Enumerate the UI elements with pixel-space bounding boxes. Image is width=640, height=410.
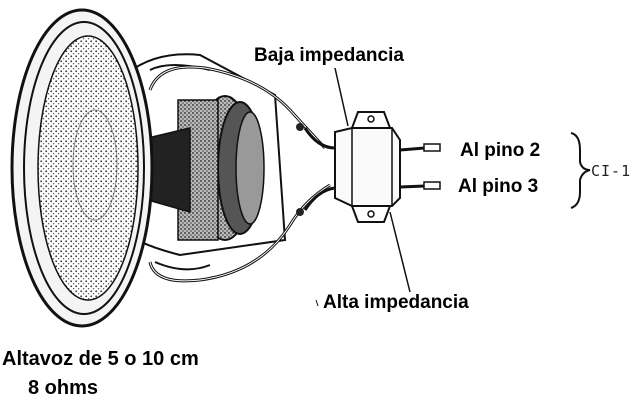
label-pin2: Al pino 2: [460, 140, 541, 161]
leader-high-impedance: [389, 211, 411, 293]
label-high-impedance: Alta impedancia: [323, 292, 469, 313]
solder-joint: [296, 208, 304, 216]
speaker-cone: [37, 35, 139, 301]
label-low-impedance: Baja impedancia: [254, 45, 404, 66]
secondary-leads: [399, 143, 441, 190]
label-ic-ref: CI-1: [591, 162, 632, 180]
speaker: [10, 8, 331, 328]
pin-brace: [570, 132, 591, 209]
label-pin3: Al pino 3: [458, 176, 539, 197]
speaker-magnet: [147, 95, 265, 241]
label-speaker-size: Altavoz de 5 o 10 cm: [2, 348, 199, 370]
leader-low-impedance: [334, 67, 349, 127]
transformer: [303, 111, 441, 223]
solder-joint: [296, 123, 304, 131]
transformer-core: [334, 127, 401, 207]
label-speaker-impedance: 8 ohms: [28, 377, 99, 399]
